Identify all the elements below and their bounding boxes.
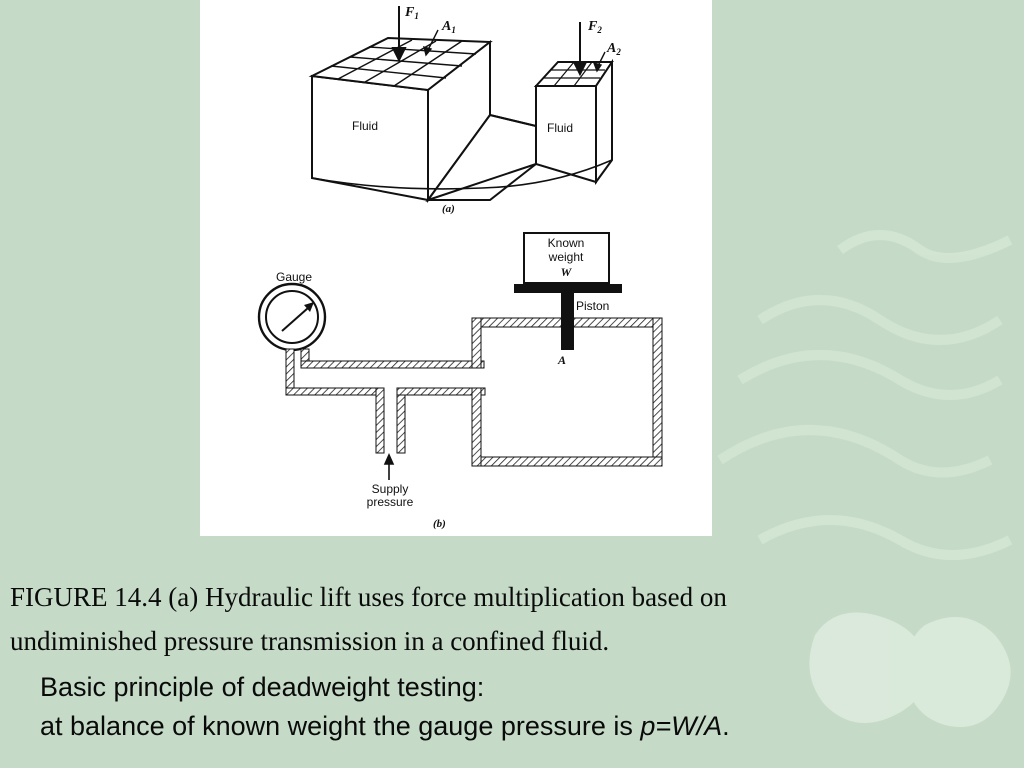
principle-line2-suffix: . (722, 711, 730, 741)
fluid-right-label: Fluid (547, 121, 573, 135)
gauge-label: Gauge (276, 270, 312, 284)
known-weight-box (523, 232, 610, 284)
force-arrow-f1-icon (391, 6, 407, 63)
pressure-gauge-icon (257, 282, 327, 352)
piston-area-label: A (557, 353, 566, 367)
part-b-label: (b) (433, 518, 446, 530)
hydraulic-diagram: F1 A1 F2 A2 Fluid Fluid (a) (257, 5, 663, 530)
weight-label-line2: weight (548, 250, 584, 264)
supply-arrow-icon (383, 453, 395, 480)
piston (514, 284, 622, 350)
weight-label-line1: Known (548, 236, 585, 250)
svg-text:F2: F2 (587, 19, 602, 35)
figure-caption-line2: undiminished pressure transmission in a … (10, 626, 610, 656)
piping-walls (285, 317, 663, 467)
force-f2-label: F (587, 19, 598, 34)
svg-text:F1: F1 (404, 5, 419, 21)
force-f2-sub: 2 (596, 25, 602, 35)
area-a2-label: A (606, 41, 616, 56)
principle-line2: at balance of known weight the gauge pre… (40, 713, 730, 740)
area-a1-sub: 1 (451, 25, 456, 35)
force-arrow-f2-icon (572, 22, 588, 77)
force-f1-label: F (404, 5, 415, 20)
svg-text:A1: A1 (441, 19, 456, 35)
principle-line1: Basic principle of deadweight testing: (40, 672, 485, 702)
part-a-label: (a) (442, 203, 455, 215)
area-arrow-a1-icon (423, 29, 439, 57)
area-arrow-a2-icon (592, 51, 606, 73)
supply-label-line1: Supply (372, 482, 409, 496)
weight-symbol: W (561, 265, 573, 279)
principle-line2-prefix: at balance of known weight the gauge pre… (40, 711, 641, 741)
hydraulic-lift-drawing (308, 36, 614, 204)
figure-caption-line1: FIGURE 14.4 (a) Hydraulic lift uses forc… (10, 582, 727, 612)
piston-label: Piston (576, 299, 609, 313)
area-a1-label: A (441, 19, 451, 34)
principle-formula: p=W/A (640, 711, 723, 741)
svg-text:A2: A2 (606, 41, 621, 57)
force-f1-sub: 1 (414, 11, 419, 21)
fluid-left-label: Fluid (352, 119, 378, 133)
area-a2-sub: 2 (615, 47, 621, 57)
supply-label-line2: pressure (367, 495, 414, 509)
figure-panel: F1 A1 F2 A2 Fluid Fluid (a) (200, 0, 712, 536)
